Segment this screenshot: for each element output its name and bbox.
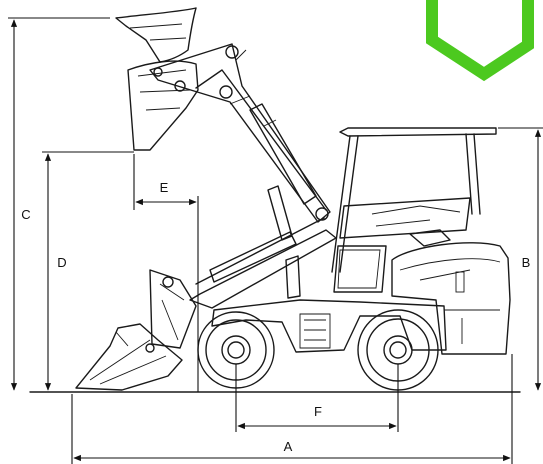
lowered-bucket (75, 269, 197, 391)
dimension-f: F (235, 364, 399, 432)
boom-arms (149, 43, 337, 309)
dimension-label-c: C (21, 207, 30, 222)
dimension-label-f: F (314, 404, 322, 419)
rear-body (391, 242, 511, 355)
dimension-label-d: D (57, 255, 66, 270)
dimension-label-b: B (522, 255, 531, 270)
dimension-c: C (8, 17, 110, 391)
dimension-label-a: A (284, 439, 293, 454)
dimension-label-e: E (160, 180, 169, 195)
dimension-a: A (71, 354, 513, 464)
dimension-b: B (498, 127, 543, 391)
dimension-d: D (42, 151, 134, 391)
dimension-e: E (133, 154, 199, 392)
hexagon-logo (426, 0, 534, 82)
chassis (211, 299, 447, 353)
cab (331, 127, 497, 293)
